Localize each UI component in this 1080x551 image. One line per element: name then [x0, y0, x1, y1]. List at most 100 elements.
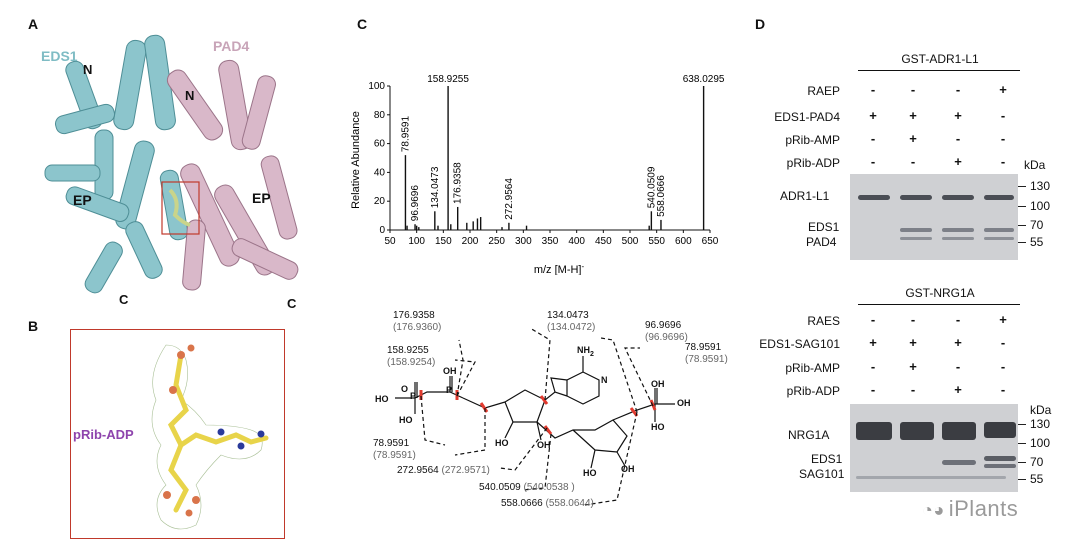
atom-ho-3: HO	[495, 438, 509, 448]
gel-bottom-sign: +	[909, 359, 917, 374]
x-tick-label: 150	[435, 236, 452, 247]
gel-top-marker: 55	[1030, 235, 1044, 249]
gel-band	[984, 422, 1016, 438]
wechat-icon: ◔◕	[922, 500, 945, 520]
gel-top-sign: +	[909, 108, 917, 123]
ligand-density-frame: pRib-ADP	[70, 329, 285, 539]
gel-top-sign: -	[910, 154, 916, 169]
gel-bottom-sign: +	[999, 312, 1007, 327]
atom-oh-1: OH	[443, 366, 457, 376]
atom-oh-3: OH	[621, 464, 635, 474]
gel-band	[984, 456, 1016, 461]
gel-top-kda-label: kDa	[1024, 158, 1046, 172]
gel-bottom-band-label-2: SAG101	[799, 467, 845, 481]
gel-bottom-band-label-0: NRG1A	[788, 428, 830, 442]
n-terminus-label-eds1: N	[83, 62, 93, 77]
gel-bottom-header: GST-NRG1A	[905, 286, 975, 300]
gel-bottom-sign: -	[910, 382, 916, 397]
peak-label: 96.9696	[410, 185, 421, 222]
x-axis-label: m/z [M-H]-	[534, 262, 585, 276]
gel-top-marker-tick	[1018, 225, 1026, 226]
x-tick-label: 500	[622, 236, 639, 247]
peak-label: 134.0473	[430, 166, 441, 208]
eds1-label: EDS1	[41, 48, 78, 64]
gel-band	[942, 237, 974, 240]
x-tick-label: 300	[515, 236, 532, 247]
watermark: ◔◕iPlants	[922, 496, 1019, 521]
gel-top-sign: -	[870, 82, 876, 97]
gel-band	[856, 422, 892, 440]
gel-bottom-sign: -	[955, 359, 961, 374]
c-terminus-label-pad4: C	[287, 296, 297, 311]
y-tick-label: 80	[374, 110, 386, 121]
gel-band	[942, 228, 974, 232]
gel-top-marker: 100	[1030, 199, 1051, 213]
gel-band	[900, 422, 934, 440]
gel-band	[900, 195, 932, 200]
gel-top-sign: -	[910, 82, 916, 97]
gel-bottom-sign: -	[870, 359, 876, 374]
peak-label: 558.0666	[656, 175, 667, 217]
peak-label: 540.0509	[646, 166, 657, 208]
gel-band	[942, 195, 974, 200]
ligand-label: pRib-ADP	[73, 427, 134, 442]
atom-nh2: NH2	[577, 345, 594, 358]
gel-bottom-marker-tick	[1018, 479, 1026, 480]
gel-bottom-sign: -	[1000, 359, 1006, 374]
gel-top-sign: +	[954, 108, 962, 123]
gel-top-band-label-1: EDS1	[808, 220, 840, 234]
gel-top-sign: +	[869, 108, 877, 123]
panel-letter-d: D	[755, 16, 766, 32]
gel-band	[984, 228, 1014, 232]
gel-band	[984, 195, 1014, 200]
gel-bottom-marker: 70	[1030, 455, 1044, 469]
atom-n-1: N	[601, 375, 608, 385]
atom-ho-2: HO	[375, 394, 389, 404]
gel-band	[900, 228, 932, 232]
atom-p-1: P	[410, 391, 417, 401]
gel-bottom-band-label-1: EDS1	[811, 452, 843, 466]
gel-bottom-sign: +	[954, 382, 962, 397]
x-tick-label: 550	[648, 236, 665, 247]
fragment-label-272: 272.9564 (272.9571)	[397, 465, 490, 476]
gel-top-header-line	[858, 70, 1020, 71]
c-terminus-label-eds1: C	[119, 292, 129, 307]
gel-top-marker-tick	[1018, 206, 1026, 207]
fragment-label-158: 158.9255(158.9254)	[387, 345, 436, 368]
gel-bottom-header-line	[858, 304, 1020, 305]
ep-label-pad4: EP	[252, 190, 271, 206]
gel-bottom-marker-tick	[1018, 443, 1026, 444]
gel-top-sign: +	[999, 82, 1007, 97]
atom-ho-5: HO	[651, 422, 665, 432]
gel-bottom-sign: +	[909, 335, 917, 350]
x-tick-label: 350	[542, 236, 559, 247]
gel-bottom-row-label-3: pRib-ADP	[786, 384, 840, 398]
protein-structure-figure: EDS1 PAD4 N N EP EP C C	[35, 20, 335, 315]
gel-band	[858, 195, 890, 200]
y-tick-label: 60	[374, 139, 386, 150]
fragment-label-96: 96.9696(96.9696)	[645, 320, 688, 343]
gel-band	[942, 460, 976, 465]
gel-bottom-marker: 55	[1030, 472, 1044, 486]
structure-svg	[395, 327, 675, 506]
fragment-label-78-left: 78.9591(78.9591)	[373, 438, 416, 461]
gel-bottom-row-label-2: pRib-AMP	[785, 361, 840, 375]
gel-bottom-sign: -	[1000, 382, 1006, 397]
peak-label: 638.0295	[683, 74, 725, 85]
gel-bottom-image	[850, 404, 1018, 492]
panel-letter-c: C	[357, 16, 368, 32]
atom-oh-2: OH	[537, 440, 551, 450]
y-tick-label: 20	[374, 196, 386, 207]
gel-top-marker: 130	[1030, 179, 1051, 193]
gel-top-marker-tick	[1018, 242, 1026, 243]
gel-top-sign: -	[870, 154, 876, 169]
y-tick-label: 100	[368, 81, 385, 92]
gel-bottom-sign: -	[910, 312, 916, 327]
gel-top-row-label-2: pRib-AMP	[785, 133, 840, 147]
gel-top-row-label-0: RAEP	[807, 84, 840, 98]
pad4-label: PAD4	[213, 38, 250, 54]
gel-top-row-label-3: pRib-ADP	[786, 156, 840, 170]
ep-label-eds1: EP	[73, 192, 92, 208]
